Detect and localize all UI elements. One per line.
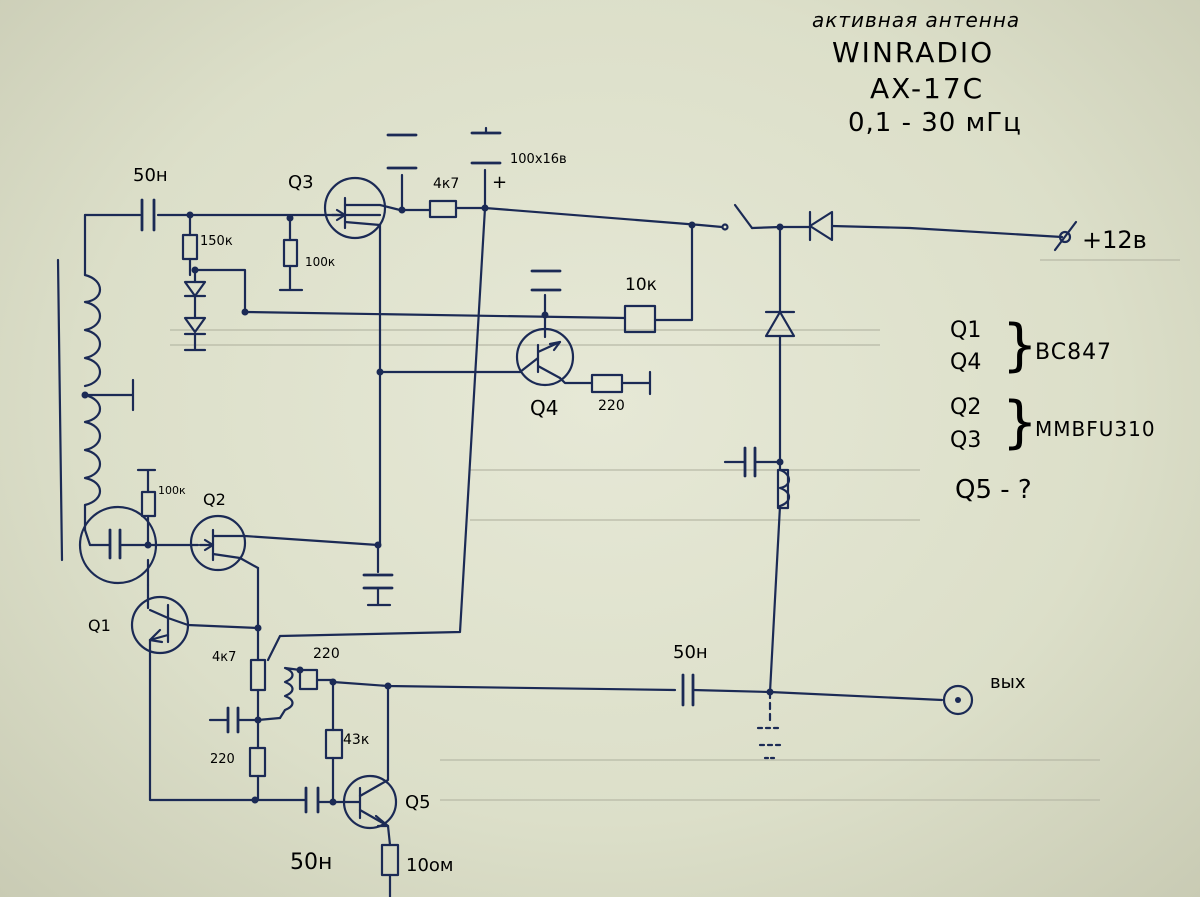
loop-coil [81, 213, 135, 532]
resistor-220-mid [248, 718, 267, 802]
label-q4: Q4 [530, 396, 559, 420]
supply-terminal [1053, 220, 1078, 252]
label-r-10k: 10к [625, 275, 657, 295]
label-r-220-mid: 220 [210, 752, 235, 767]
parts-q4: Q4 [950, 350, 982, 375]
bias-diode [764, 310, 796, 464]
parts-q5: Q5 - ? [955, 475, 1032, 505]
resistor-150k [181, 213, 199, 277]
resistor-100k-q3 [278, 216, 304, 292]
title-line-1: активная антенна [812, 8, 1021, 32]
electrolytic-capacitor [470, 126, 502, 210]
resistor-220-q4 [590, 370, 652, 396]
label-r-220-low: 220 [313, 646, 340, 662]
label-r-100k-q3: 100к [305, 255, 336, 269]
resistor-4k7-top [428, 199, 458, 219]
parts-brace-2: } [1002, 390, 1038, 455]
output-capacitor [681, 673, 944, 707]
label-q3: Q3 [288, 172, 314, 193]
transistor-q2 [189, 514, 380, 572]
parts-brace-1: } [1002, 313, 1038, 378]
supply-diode [778, 210, 1064, 242]
transistor-q4 [515, 313, 594, 387]
input-capacitor [140, 198, 156, 232]
title-line-4: 0,1 - 30 мГц [848, 108, 1022, 138]
label-r-10-ohm: 10ом [406, 855, 454, 876]
bias-capacitor [723, 446, 782, 478]
resistor-10k [623, 304, 657, 334]
label-r-100k-q2: 100к [158, 484, 186, 497]
label-r-4k7-top: 4к7 [433, 176, 460, 192]
resistor-10-ohm [380, 843, 400, 897]
parts-q2-q3-type: MMBFU310 [1035, 417, 1156, 441]
rf-choke [768, 460, 791, 694]
resistor-100k-q2 [136, 468, 157, 547]
coupling-cap-small [208, 706, 282, 734]
label-q2: Q2 [203, 490, 226, 509]
label-r-150k: 150к [200, 234, 233, 249]
parts-q1: Q1 [950, 318, 982, 343]
label-c-50n-out: 50н [673, 642, 708, 663]
resistor-220-low [298, 668, 335, 691]
label-c-in: 50н [133, 165, 168, 186]
label-q5: Q5 [405, 792, 431, 813]
power-switch [721, 203, 782, 231]
decoupling-capacitor-top [386, 133, 418, 214]
label-supply: +12в [1082, 226, 1147, 254]
output-ground [756, 690, 784, 760]
q4-decoupling-cap [530, 269, 562, 317]
label-out: вых [990, 672, 1026, 693]
parts-q1-q4-type: BC847 [1035, 340, 1113, 365]
output-connector [942, 684, 974, 716]
label-c-100u: 100х16в [510, 152, 567, 167]
bus-capacitor [362, 543, 394, 607]
label-plus: + [492, 172, 508, 193]
supply-rail [483, 206, 724, 229]
label-c-50n-low: 50н [290, 850, 333, 875]
label-q1: Q1 [88, 616, 111, 635]
parts-q3: Q3 [950, 428, 982, 453]
transistor-q3 [323, 176, 402, 240]
diode-pair [183, 268, 249, 352]
parts-q2: Q2 [950, 395, 982, 420]
coupling-cap-low [253, 786, 347, 814]
ferrite-rod [56, 258, 64, 562]
label-r-43k: 43к [343, 732, 370, 748]
transistor-q5 [342, 684, 398, 847]
resistor-4k7-mid [249, 658, 267, 722]
input-mosfet-circle [78, 505, 158, 585]
title-line-3: AX-17C [870, 72, 985, 105]
paper-show-through [170, 259, 1180, 801]
label-r-4k7-mid: 4к7 [212, 650, 237, 665]
resistor-43k [324, 680, 344, 804]
label-r-220-q4: 220 [598, 398, 625, 414]
title-line-2: WINRADIO [832, 36, 995, 69]
